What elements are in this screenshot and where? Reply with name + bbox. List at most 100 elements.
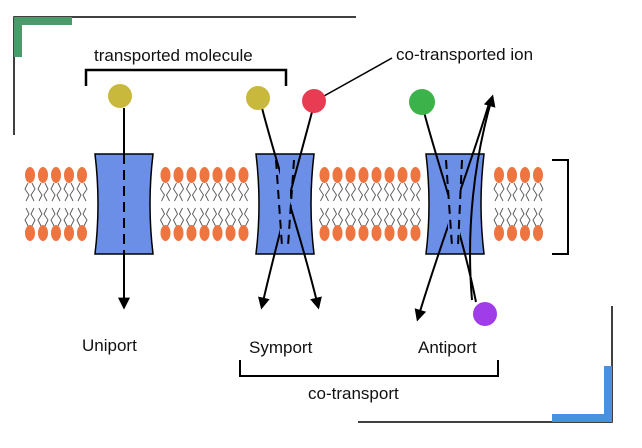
lipid-tail <box>159 182 172 202</box>
lipid-head <box>160 225 171 241</box>
lipid-head <box>238 167 249 183</box>
green-corner-accent-vertical <box>14 17 22 57</box>
lipid-tail <box>76 207 88 227</box>
lipid-head <box>358 225 369 241</box>
lipid-tail <box>37 182 49 202</box>
lipid-tail <box>50 207 62 227</box>
lipid-head <box>199 225 210 241</box>
lipid-tail <box>24 182 36 202</box>
blue-corner-accent-horizontal <box>552 414 612 422</box>
lipid-tail <box>493 207 505 227</box>
lipid-head <box>199 167 210 183</box>
symport-ion <box>302 89 326 113</box>
lipid-tail <box>506 207 518 227</box>
lipid-head <box>397 225 408 241</box>
lipid-head <box>397 167 408 183</box>
lipid-head <box>319 225 330 241</box>
lipid-tail <box>383 182 396 202</box>
lipid-head <box>533 167 543 183</box>
lipid-head <box>410 167 421 183</box>
lipid-head <box>384 167 395 183</box>
lipid-tail <box>237 207 250 227</box>
lipid-tail <box>159 207 172 227</box>
lipid-head <box>332 167 343 183</box>
lipid-tail <box>224 182 237 202</box>
lipid-tail <box>409 207 422 227</box>
lipid-head <box>225 167 236 183</box>
lipid-tail <box>532 207 544 227</box>
lipid-head <box>212 225 223 241</box>
lipid-tail <box>172 207 185 227</box>
lipid-tail <box>185 207 198 227</box>
lipid-head <box>533 225 543 241</box>
lipid-tail <box>357 182 370 202</box>
lipid-tail <box>318 207 331 227</box>
lipid-tail <box>198 207 211 227</box>
lipid-tail <box>519 207 531 227</box>
lipid-tail <box>185 182 198 202</box>
lipid-tail <box>318 182 331 202</box>
lipid-head <box>77 167 87 183</box>
co-transport-label: co-transport <box>308 384 399 403</box>
lipid-head <box>332 225 343 241</box>
transported-molecule-label: transported molecule <box>94 46 253 65</box>
symport-channel-gap <box>280 160 290 246</box>
lipid-tail <box>63 207 75 227</box>
lipid-head <box>38 167 48 183</box>
lipid-tail <box>331 182 344 202</box>
lipid-tail <box>63 182 75 202</box>
lipid-head <box>238 225 249 241</box>
lipid-head <box>371 167 382 183</box>
lipid-tail <box>344 182 357 202</box>
lipid-tail <box>506 182 518 202</box>
lipid-tail <box>370 182 383 202</box>
lipid-tail <box>237 182 250 202</box>
lipid-head <box>507 167 517 183</box>
antiport-label: Antiport <box>418 338 477 357</box>
lipid-head <box>384 225 395 241</box>
lipid-bilayer <box>24 167 544 241</box>
co-transported-ion-label: co-transported ion <box>396 45 534 64</box>
antiport-up-arrow <box>469 94 496 301</box>
lipid-head <box>494 225 504 241</box>
uniport-label: Uniport <box>82 336 137 355</box>
lipid-head <box>345 167 356 183</box>
lipid-tail <box>532 182 544 202</box>
lipid-head <box>358 167 369 183</box>
lipid-tail <box>493 182 505 202</box>
lipid-head <box>371 225 382 241</box>
lipid-head <box>160 167 171 183</box>
lipid-tail <box>396 207 409 227</box>
lipid-head <box>494 167 504 183</box>
antiport-ion-top <box>409 89 435 115</box>
lipid-head <box>25 167 35 183</box>
lipid-tail <box>172 182 185 202</box>
uniport-molecule <box>108 84 132 108</box>
lipid-head <box>51 167 61 183</box>
lipid-head <box>345 225 356 241</box>
lipid-tail <box>409 182 422 202</box>
lipid-head <box>64 167 74 183</box>
lipid-tail <box>37 207 49 227</box>
lipid-tail <box>211 207 224 227</box>
membrane-bracket <box>552 159 569 255</box>
symport-label: Symport <box>249 338 313 357</box>
lipid-tail <box>383 207 396 227</box>
top-left-corner-frame <box>13 16 356 135</box>
lipid-head <box>507 225 517 241</box>
lipid-head <box>173 225 184 241</box>
antiport-channel-gap <box>448 160 460 246</box>
blue-corner-accent-vertical <box>604 366 612 422</box>
lipid-tail <box>224 207 237 227</box>
lipid-head <box>520 167 530 183</box>
lipid-tail <box>344 207 357 227</box>
lipid-head <box>225 225 236 241</box>
antiport-ion-bottom <box>473 302 497 326</box>
lipid-head <box>410 225 421 241</box>
lipid-tail <box>211 182 224 202</box>
lipid-head <box>64 225 74 241</box>
green-corner-accent-horizontal <box>14 17 72 25</box>
lipid-head <box>212 167 223 183</box>
lipid-tail <box>50 182 62 202</box>
